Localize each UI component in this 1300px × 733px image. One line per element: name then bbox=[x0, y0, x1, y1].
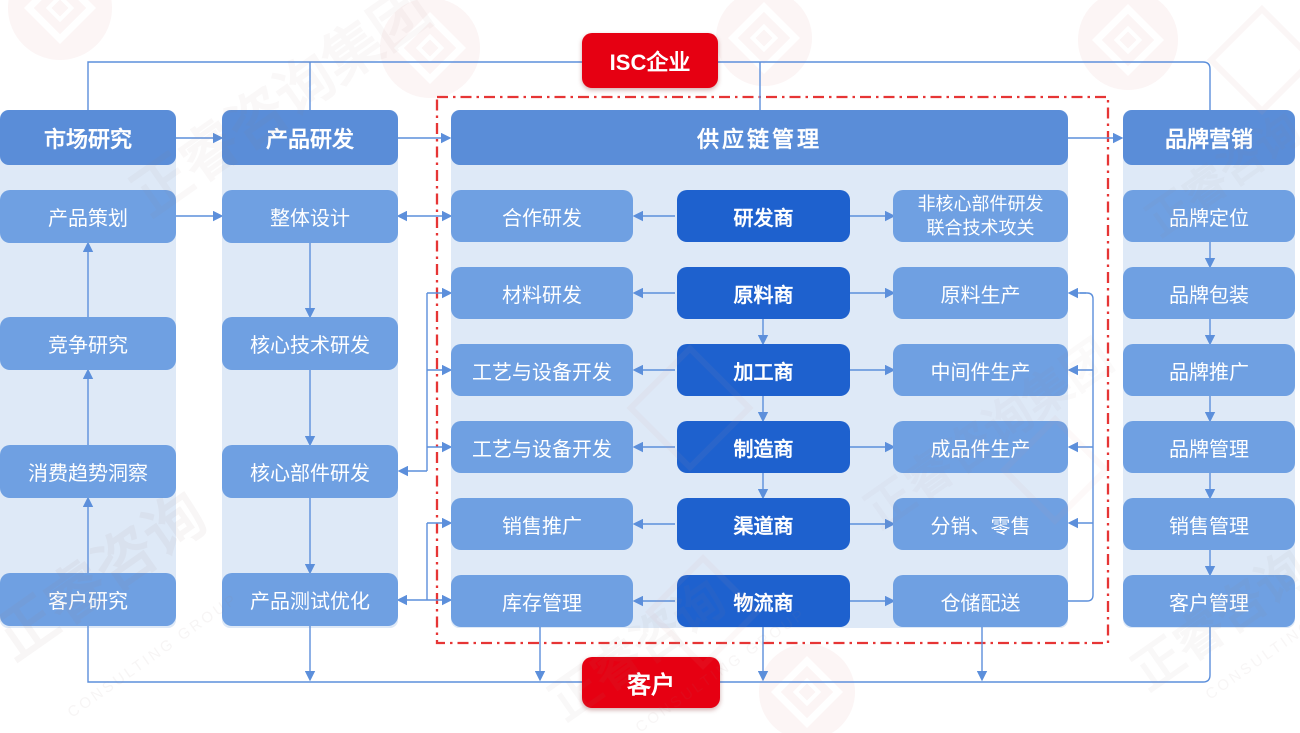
node-supply-left-2: 工艺与设备开发 bbox=[451, 344, 633, 396]
flow-arrows bbox=[82, 132, 1216, 682]
node-brand-2: 品牌推广 bbox=[1123, 344, 1295, 396]
right-bus-arrows bbox=[1067, 287, 1093, 529]
node-brand-0: 品牌定位 bbox=[1123, 190, 1295, 242]
node-supply-right-0: 非核心部件研发 联合技术攻关 bbox=[893, 190, 1068, 242]
node-supply-mid-2: 加工商 bbox=[677, 344, 850, 396]
header-product-rnd: 产品研发 bbox=[222, 110, 398, 165]
node-supply-right-4: 分销、零售 bbox=[893, 498, 1068, 550]
node-supply-left-0: 合作研发 bbox=[451, 190, 633, 242]
node-rnd-2: 核心部件研发 bbox=[222, 445, 398, 498]
header-market-research: 市场研究 bbox=[0, 110, 176, 165]
double-arrows bbox=[396, 210, 453, 606]
node-supply-mid-0: 研发商 bbox=[677, 190, 850, 242]
node-rnd-1: 核心技术研发 bbox=[222, 317, 398, 370]
node-brand-4: 销售管理 bbox=[1123, 498, 1295, 550]
node-customer: 客户 bbox=[582, 657, 720, 708]
header-brand-marketing: 品牌营销 bbox=[1123, 110, 1295, 165]
watermark-logo bbox=[759, 644, 855, 733]
trunk-lines bbox=[87, 61, 1211, 683]
node-isc-enterprise: ISC企业 bbox=[582, 33, 718, 88]
node-market-2: 消费趋势洞察 bbox=[0, 445, 176, 498]
node-supply-right-5: 仓储配送 bbox=[893, 575, 1068, 627]
node-supply-left-1: 材料研发 bbox=[451, 267, 633, 319]
node-supply-left-4: 销售推广 bbox=[451, 498, 633, 550]
node-brand-5: 客户管理 bbox=[1123, 575, 1295, 627]
node-brand-3: 品牌管理 bbox=[1123, 421, 1295, 473]
node-brand-1: 品牌包装 bbox=[1123, 267, 1295, 319]
header-supply-chain: 供应链管理 bbox=[451, 110, 1068, 165]
node-supply-mid-3: 制造商 bbox=[677, 421, 850, 473]
watermark-logo bbox=[380, 0, 480, 98]
node-supply-left-3: 工艺与设备开发 bbox=[451, 421, 633, 473]
node-supply-right-1: 原料生产 bbox=[893, 267, 1068, 319]
node-supply-left-5: 库存管理 bbox=[451, 575, 633, 627]
left-bus-arrows bbox=[397, 287, 453, 529]
node-market-1: 竞争研究 bbox=[0, 317, 176, 370]
node-supply-right-3: 成品件生产 bbox=[893, 421, 1068, 473]
node-rnd-0: 整体设计 bbox=[222, 190, 398, 243]
node-supply-mid-1: 原料商 bbox=[677, 267, 850, 319]
node-market-3: 客户研究 bbox=[0, 573, 176, 626]
watermark-logo bbox=[1078, 0, 1178, 90]
node-supply-mid-5: 物流商 bbox=[677, 575, 850, 627]
node-supply-right-2: 中间件生产 bbox=[893, 344, 1068, 396]
node-supply-mid-4: 渠道商 bbox=[677, 498, 850, 550]
node-market-0: 产品策划 bbox=[0, 190, 176, 243]
watermark-logo bbox=[8, 0, 112, 60]
supply-dashed-border bbox=[435, 95, 1110, 645]
watermark-logo bbox=[716, 0, 812, 86]
node-rnd-3: 产品测试优化 bbox=[222, 573, 398, 626]
